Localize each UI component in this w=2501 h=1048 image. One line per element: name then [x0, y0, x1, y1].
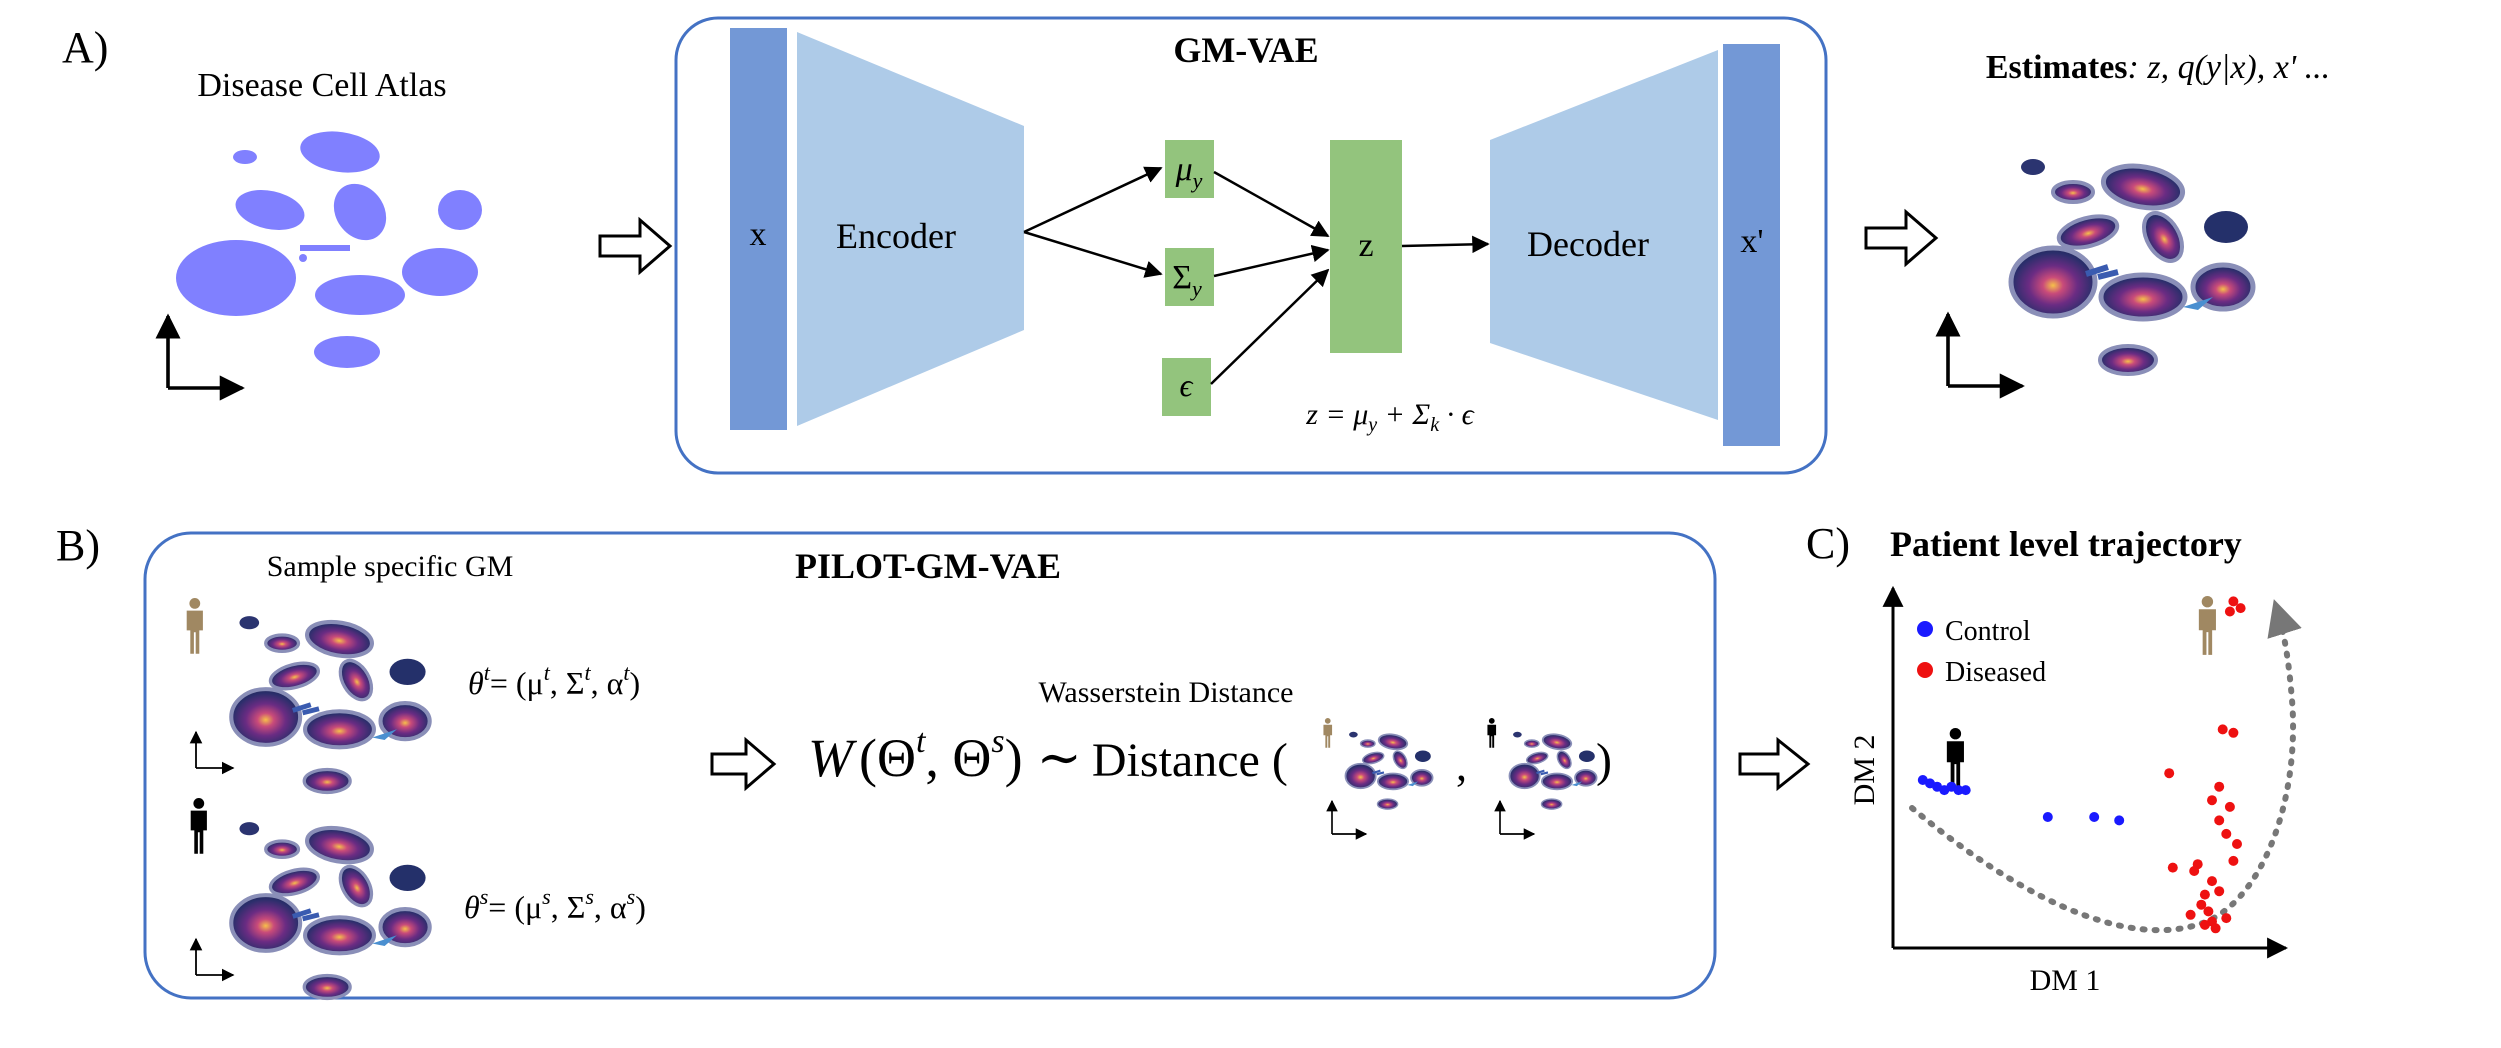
distance-comma: ,	[1456, 741, 1467, 790]
input-x-label: x	[750, 216, 767, 253]
legend-diseased-marker	[1917, 662, 1933, 678]
network-arrows	[1023, 166, 1490, 385]
gmvae-title: GM-VAE	[1173, 30, 1318, 70]
diseased-point-11	[2232, 839, 2242, 849]
diseased-point-6	[2214, 781, 2225, 792]
hollow-arrow-a2	[1864, 208, 1939, 268]
diseased-point-24	[2210, 923, 2221, 934]
diseased-point-13	[2167, 862, 2178, 873]
diseased-point-25	[2199, 919, 2210, 930]
y-axis-label: DM 2	[1848, 735, 1881, 806]
output-x-label: x'	[1740, 223, 1763, 260]
epsilon-label: ϵ	[1180, 367, 1194, 403]
diseased-point-3	[2217, 724, 2228, 735]
estimates-axes	[1948, 314, 2022, 386]
panel-b-label: B)	[56, 521, 100, 570]
panel-b: B) PILOT-GM-VAE Sample specific GM θt= (…	[56, 521, 1811, 1000]
pilot-title: PILOT-GM-VAE	[795, 546, 1061, 586]
panel-c-label: C)	[1806, 519, 1850, 568]
atlas-umap	[176, 131, 482, 368]
panel-c-title: Patient level trajectory	[1890, 524, 2242, 564]
diseased-point-21	[2185, 909, 2196, 920]
wasserstein-title: Wasserstein Distance	[1039, 676, 1294, 709]
diseased-point-19	[2196, 899, 2207, 910]
diseased-point-4	[2228, 727, 2239, 738]
theta-s-equation: θs= (μs, Σs, αs)	[464, 884, 646, 925]
estimates-density	[2011, 159, 2253, 374]
panel-c: C) Patient level trajectory DM 1 DM 2 Co…	[1806, 519, 2302, 997]
encoder-trapezoid	[797, 32, 1024, 426]
diseased-point-23	[2221, 913, 2232, 924]
legend-control-label: Control	[1945, 616, 2031, 647]
scatter-points	[1917, 596, 2246, 934]
diseased-point-9	[2214, 815, 2225, 826]
reparam-formula: z = μy + Σk · ϵ	[1305, 398, 1475, 436]
wasserstein-equation: W(Θt, Θs)∼Distance (	[808, 723, 1288, 788]
z-label: z	[1358, 227, 1373, 264]
sigma-label: Σy	[1172, 259, 1202, 301]
legend-control-marker	[1917, 621, 1933, 637]
diseased-point-12	[2228, 855, 2239, 866]
pilot-box	[143, 531, 1717, 1000]
diseased-point-0	[2228, 596, 2239, 607]
sigma-box	[1165, 248, 1214, 306]
control-point-5	[1953, 785, 1964, 796]
control-point-6	[1960, 785, 1971, 796]
trajectory-curve	[1909, 599, 2302, 934]
output-x-bar	[1723, 44, 1780, 446]
atlas-axes	[168, 316, 242, 388]
atlas-title: Disease Cell Atlas	[197, 67, 446, 104]
decoder-label: Decoder	[1527, 224, 1649, 264]
control-point-8	[2089, 812, 2100, 822]
distance-close: )	[1596, 734, 1612, 787]
hollow-arrow-b	[710, 736, 777, 792]
epsilon-box	[1162, 358, 1211, 416]
hollow-arrow-bc	[1738, 736, 1811, 792]
estimates-text: Estimates: z, q(y|x), x' ...	[1986, 49, 2330, 86]
hollow-arrow-a1	[598, 216, 673, 276]
legend-diseased-label: Diseased	[1945, 657, 2046, 688]
diseased-point-20	[2203, 906, 2214, 917]
mu-label: μy	[1175, 151, 1203, 193]
person-icon-tan-plot	[2198, 596, 2216, 655]
sample-gm-title: Sample specific GM	[267, 550, 514, 583]
person-icon-black-plot	[1946, 728, 1964, 787]
encoder-label: Encoder	[836, 216, 956, 256]
diseased-point-10	[2221, 828, 2232, 839]
diseased-point-18	[2199, 889, 2210, 900]
diseased-point-17	[2214, 886, 2225, 897]
diseased-point-2	[2224, 606, 2235, 617]
x-axis-label: DM 1	[2030, 964, 2101, 997]
control-point-7	[2042, 812, 2053, 822]
z-box	[1330, 140, 1402, 353]
theta-t-equation: θt= (μt, Σt, αt)	[468, 660, 640, 701]
panel-a-label: A)	[62, 23, 108, 72]
diseased-point-8	[2224, 801, 2235, 812]
mu-box	[1165, 140, 1214, 198]
diseased-point-5	[2164, 768, 2175, 779]
decoder-trapezoid	[1490, 50, 1718, 420]
diseased-point-15	[2189, 866, 2200, 876]
diseased-point-1	[2235, 603, 2246, 614]
diseased-point-7	[2207, 795, 2217, 806]
diseased-point-16	[2207, 876, 2217, 887]
panel-a: A) Disease Cell Atlas GM-VAE x Enco	[62, 16, 2330, 475]
control-point-9	[2114, 815, 2125, 826]
input-x-bar	[730, 28, 787, 430]
